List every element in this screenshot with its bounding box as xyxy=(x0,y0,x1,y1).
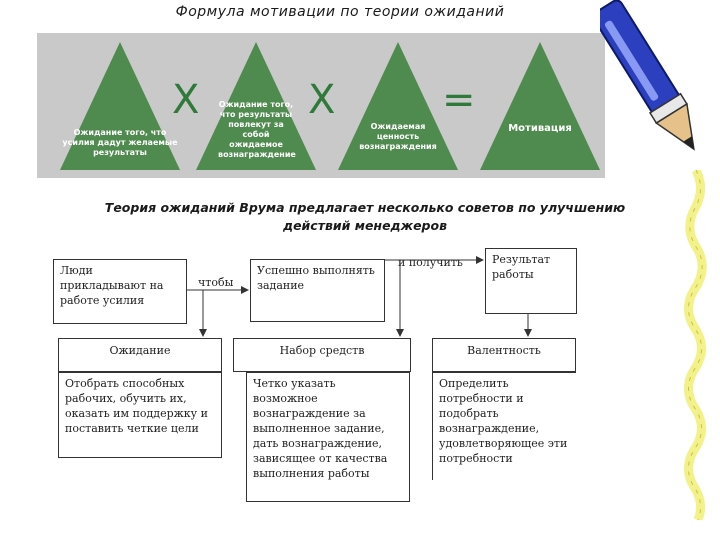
flow-box-effort: Люди прикладывают на работе усилия xyxy=(53,259,187,324)
triangle-motivation xyxy=(480,42,600,170)
flow-box-outcome: Результат работы xyxy=(485,248,577,314)
column-header-instrumentality: Набор средств xyxy=(233,338,411,372)
pen-icon xyxy=(600,0,695,151)
column-header-expectancy: Ожидание xyxy=(58,338,222,372)
column-header-valence: Валентность xyxy=(432,338,576,372)
triangle-instrumentality-label: Ожидание того, что результаты повлекут з… xyxy=(218,100,296,159)
operator-equals: = xyxy=(442,77,476,123)
triangle-valence xyxy=(338,42,458,170)
triangle-valence-label: Ожидаемая ценность вознаграждения xyxy=(359,122,437,151)
column-body-valence: Определить потребности и подобрать возна… xyxy=(432,372,576,480)
flow-connector-label-and-get: и получить xyxy=(398,256,463,269)
triangle-motivation-label: Мотивация xyxy=(508,123,572,134)
subtitle: Теория ожиданий Врума предлагает несколь… xyxy=(104,200,626,233)
page-title: Формула мотивации по теории ожиданий xyxy=(175,4,505,20)
operator-multiply-1: X xyxy=(172,77,200,123)
column-body-instrumentality: Четко указать возможное вознаграждение з… xyxy=(246,372,410,502)
triangle-instrumentality xyxy=(196,42,316,170)
triangle-expectancy-label: Ожидание того, что усилия дадут желаемые… xyxy=(62,128,178,157)
flow-box-performance: Успешно выполнять задание xyxy=(250,259,385,322)
column-body-expectancy: Отобрать способных рабочих, обучить их, … xyxy=(58,372,222,458)
triangle-expectancy xyxy=(60,42,180,170)
decorative-wave-line xyxy=(684,170,707,520)
flow-connector-label-so-that: чтобы xyxy=(198,276,234,289)
operator-multiply-2: X xyxy=(308,77,336,123)
